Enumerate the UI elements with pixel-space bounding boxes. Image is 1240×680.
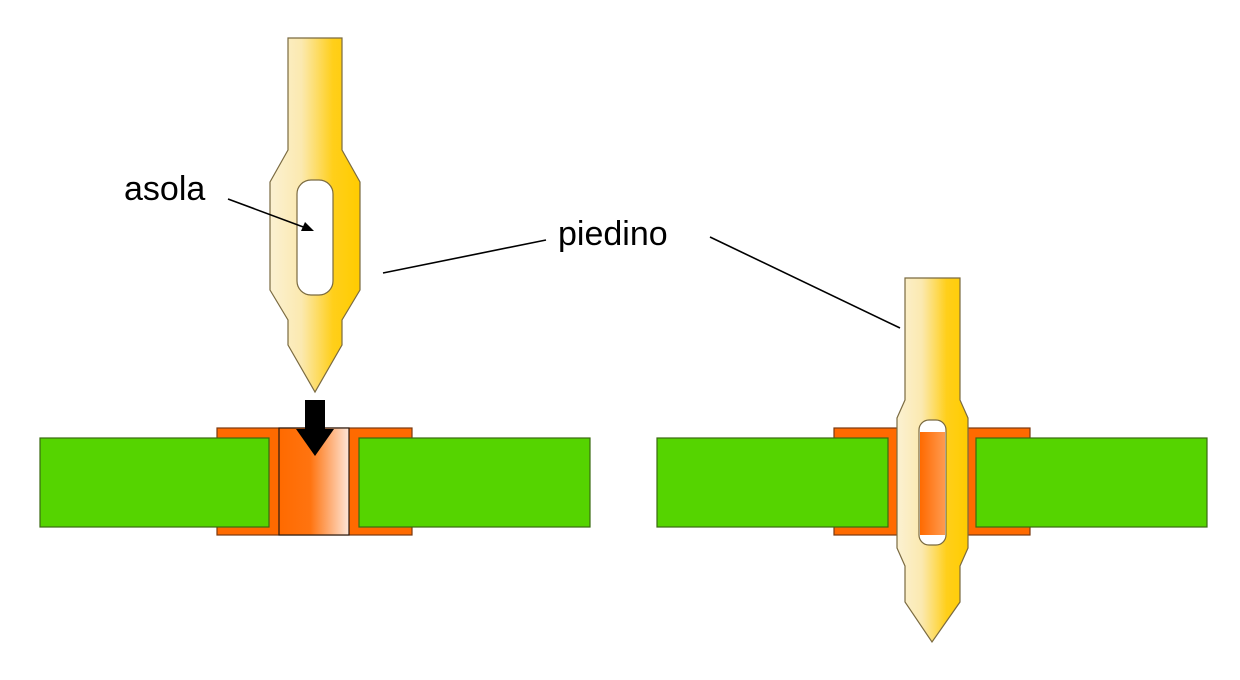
board-left-segment xyxy=(656,437,889,528)
copper-in-slot xyxy=(920,432,945,535)
left-assembly-before-insertion xyxy=(39,37,591,536)
piedino-leader-right xyxy=(709,236,901,329)
label-asola: asola xyxy=(124,170,205,208)
insertion-arrow-icon xyxy=(296,400,334,456)
piedino-leader-left xyxy=(382,239,547,274)
board-right-segment xyxy=(358,437,591,528)
label-piedino: piedino xyxy=(558,215,668,253)
right-assembly-after-insertion xyxy=(656,277,1208,644)
board-right-segment xyxy=(975,437,1208,528)
left-pcb-board xyxy=(39,427,591,536)
board-left-segment xyxy=(39,437,270,528)
pin-slot xyxy=(296,179,334,296)
asola-leader-arrow xyxy=(227,198,314,231)
